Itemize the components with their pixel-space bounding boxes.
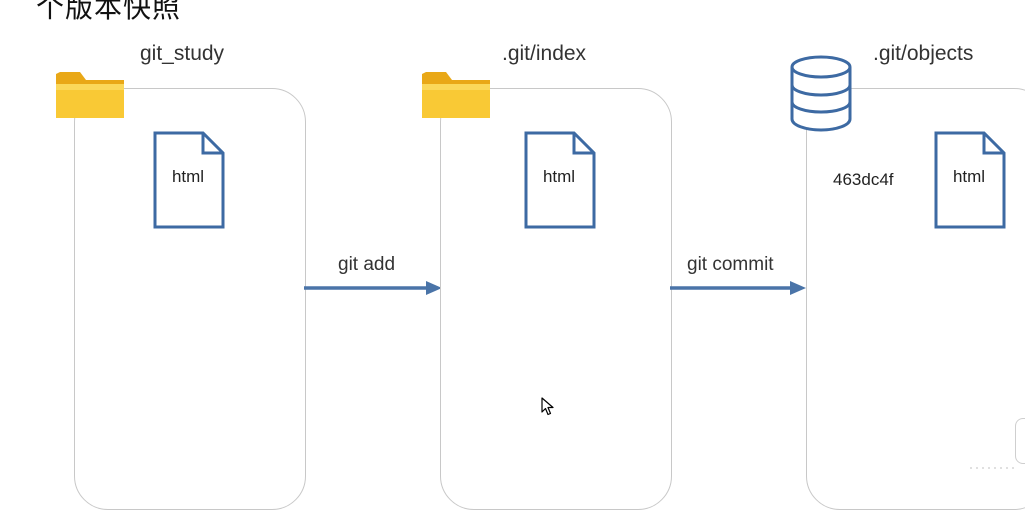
folder-icon (54, 66, 126, 127)
page-title: 个版本快照 (36, 0, 182, 24)
git-commit-arrow (670, 281, 806, 295)
working-directory-label: git_study (140, 42, 225, 65)
html-file-icon: html (524, 131, 596, 229)
commit-hash: 463dc4f (833, 170, 894, 189)
file-label: html (171, 167, 205, 186)
git-add-label: git add (338, 254, 396, 275)
folder-icon (420, 66, 492, 127)
git-commit-label: git commit (687, 254, 774, 275)
file-label: html (542, 167, 576, 186)
side-panel-handle[interactable] (1015, 418, 1025, 464)
html-file-icon: html (153, 131, 225, 229)
mouse-cursor-icon (541, 397, 554, 416)
database-icon (789, 55, 853, 138)
dotted-line-decoration (970, 467, 1016, 469)
objects-label: .git/objects (873, 42, 974, 65)
file-label: html (952, 167, 986, 186)
git-add-arrow (304, 281, 442, 295)
html-file-icon: html (934, 131, 1006, 229)
index-label: .git/index (502, 42, 587, 65)
